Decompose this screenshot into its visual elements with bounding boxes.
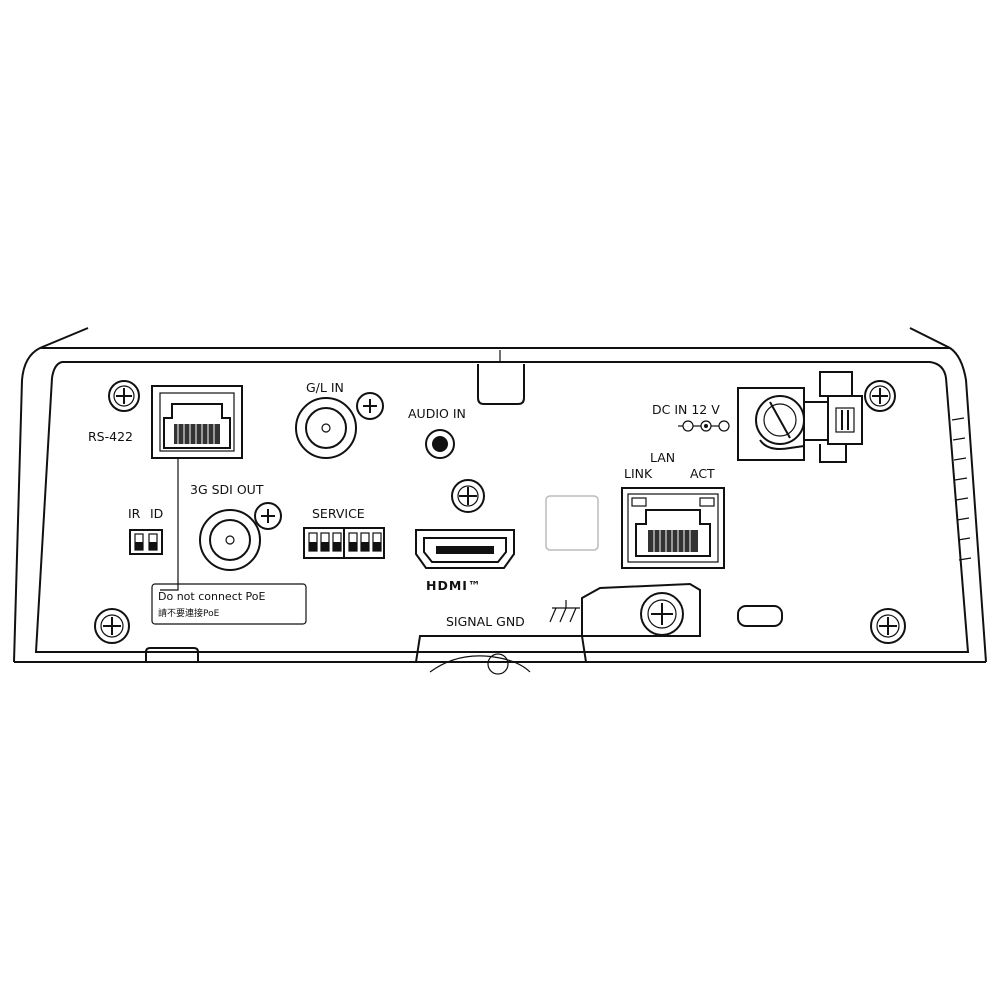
gl-in-bnc-connector[interactable] <box>295 392 384 459</box>
hdmi-port[interactable] <box>415 529 515 569</box>
screw-icon-bottom-left <box>94 608 130 644</box>
dc-polarity-icon <box>678 420 730 432</box>
service-dip-switch[interactable] <box>303 527 385 559</box>
screw-icon-center <box>451 479 485 513</box>
lan-label: LAN <box>650 450 675 465</box>
id-label: ID <box>150 506 163 521</box>
poe-leader-line <box>160 458 179 591</box>
lan-act-label: ACT <box>690 466 715 481</box>
hdmi-logo-label: HDMI™ <box>426 578 481 593</box>
gl-in-label: G/L IN <box>306 380 344 395</box>
lan-link-label: LINK <box>624 466 653 481</box>
blank-label-area <box>545 495 599 551</box>
side-grip-ribs <box>951 417 972 561</box>
service-label: SERVICE <box>312 506 365 521</box>
lan-port[interactable] <box>621 487 725 569</box>
signal-gnd-label: SIGNAL GND <box>446 614 525 629</box>
rs422-port[interactable] <box>151 385 243 459</box>
ir-id-dip-switch[interactable] <box>129 529 163 555</box>
security-slot[interactable] <box>737 605 783 627</box>
rs422-label: RS-422 <box>88 429 133 444</box>
dc-in-label: DC IN 12 V <box>652 402 720 417</box>
poe-warning-text-en: Do not connect PoE <box>158 590 266 603</box>
screw-icon-top-left <box>108 380 140 412</box>
poe-warning-text-zh: 請不要連接PoE <box>158 607 220 619</box>
screw-icon-bottom-right <box>870 608 906 644</box>
ir-label: IR <box>128 506 141 521</box>
sdi-out-bnc-connector[interactable] <box>199 502 282 571</box>
audio-in-label: AUDIO IN <box>408 406 466 421</box>
sdi-out-label: 3G SDI OUT <box>190 482 264 497</box>
poe-warning-sticker: Do not connect PoE 請不要連接PoE <box>151 583 307 625</box>
dc-in-connector[interactable] <box>737 371 863 463</box>
housing-outline <box>13 327 987 675</box>
ground-symbol-icon <box>549 600 580 623</box>
signal-gnd-terminal-plate <box>581 582 701 637</box>
screw-icon-top-right <box>864 380 896 412</box>
audio-in-jack[interactable] <box>425 429 455 459</box>
screw-icon-signal-gnd <box>640 592 684 636</box>
